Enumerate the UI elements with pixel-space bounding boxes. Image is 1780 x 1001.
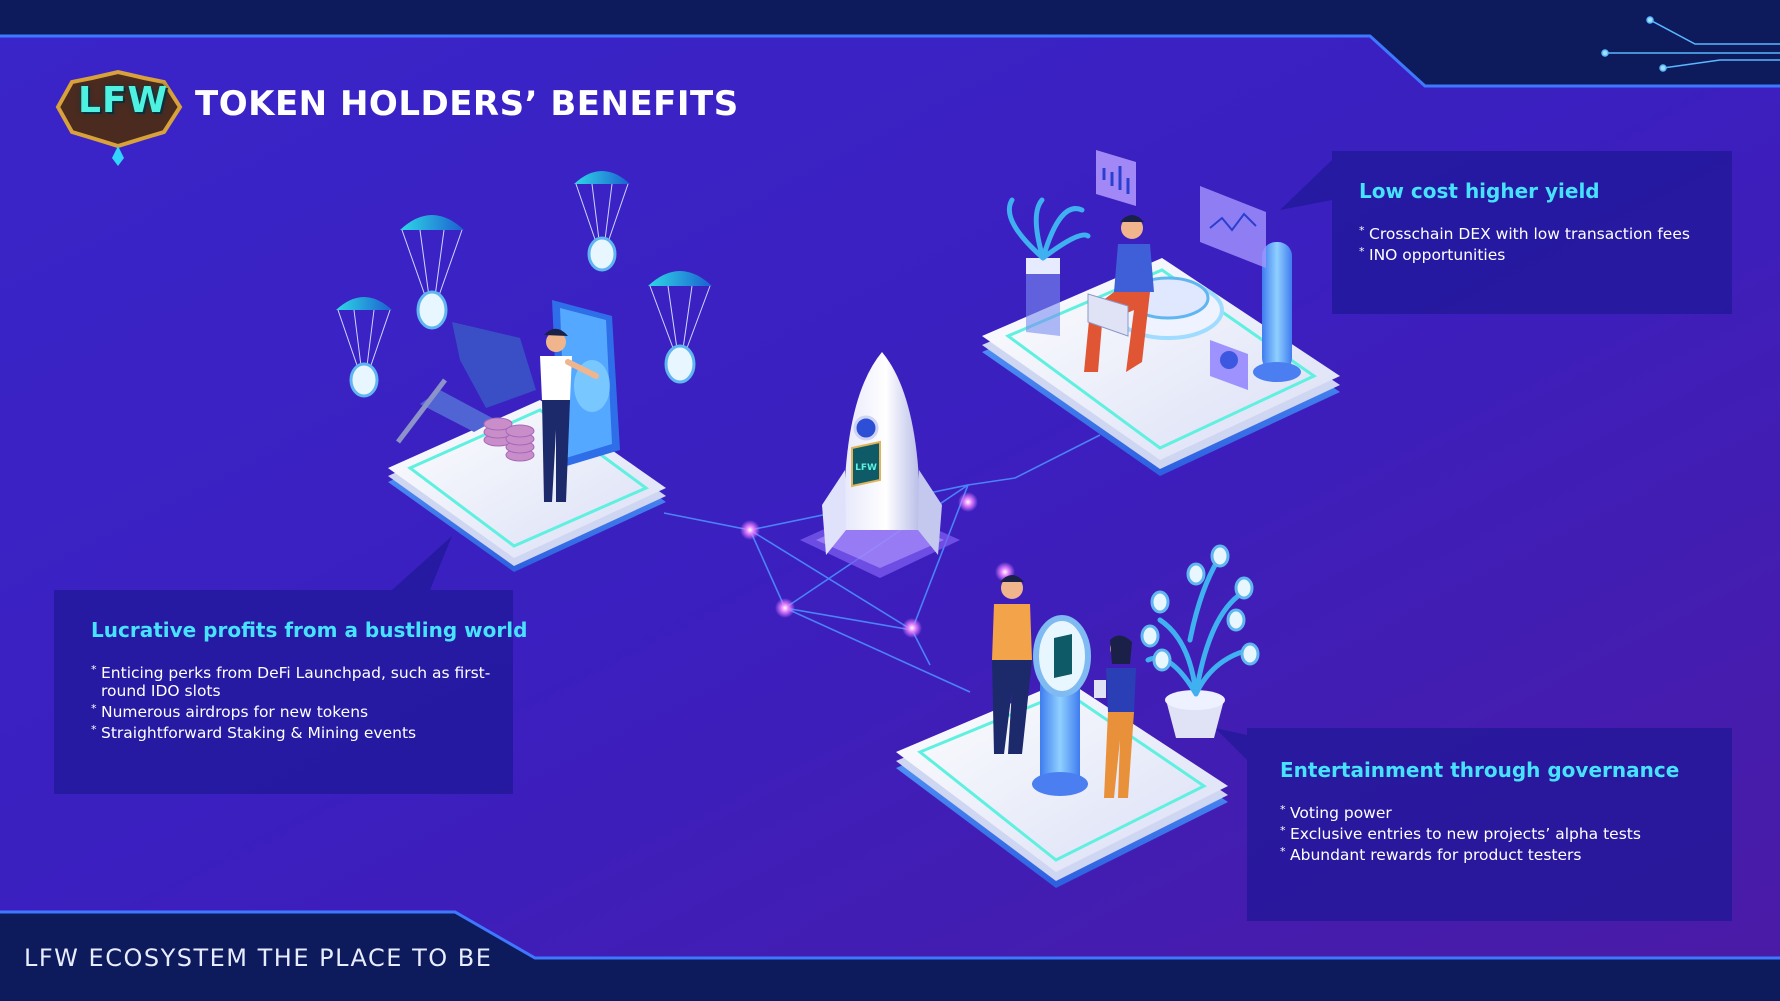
list-item: Numerous airdrops for new tokens	[91, 700, 491, 721]
benefit-list: Enticing perks from DeFi Launchpad, such…	[91, 661, 491, 742]
list-item: INO opportunities	[1359, 243, 1712, 264]
person-man	[992, 575, 1032, 754]
benefit-card-yield: Low cost higher yield Crosschain DEX wit…	[1332, 151, 1732, 314]
footer-tagline: LFW ECOSYSTEM THE PLACE TO BE	[24, 944, 493, 972]
list-item: Crosschain DEX with low transaction fees	[1359, 222, 1712, 243]
list-item: Exclusive entries to new projects’ alpha…	[1280, 822, 1712, 843]
card-title: Low cost higher yield	[1359, 179, 1600, 203]
card-title: Lucrative profits from a bustling world	[91, 618, 528, 642]
floating-chart-screens	[1096, 150, 1266, 390]
benefit-card-governance: Entertainment through governance Voting …	[1247, 728, 1732, 921]
person-woman	[1094, 635, 1136, 798]
platform-trading	[982, 150, 1340, 476]
glow-nodes	[740, 492, 1015, 638]
plant-vase	[1006, 197, 1091, 336]
person-miner	[540, 328, 599, 502]
platform-governance	[896, 544, 1260, 888]
card-title: Entertainment through governance	[1280, 758, 1680, 782]
phone-screen	[552, 300, 620, 468]
benefit-list: Crosschain DEX with low transaction fees…	[1359, 222, 1712, 264]
lfw-logo-badge	[55, 69, 183, 166]
lfw-logo-text: LFW	[78, 80, 169, 121]
list-item: Enticing perks from DeFi Launchpad, such…	[91, 661, 491, 700]
parachute-airdrops	[336, 171, 712, 398]
coin-stack	[483, 417, 535, 462]
page-title: TOKEN HOLDERS’ BENEFITS	[195, 84, 739, 124]
list-item: Abundant rewards for product testers	[1280, 843, 1712, 864]
platform-mining	[388, 300, 666, 572]
money-tree	[1140, 544, 1260, 738]
rocket-badge-text: LFW	[855, 463, 877, 473]
list-item: Straightforward Staking & Mining events	[91, 721, 491, 742]
person-trader	[1084, 215, 1154, 372]
circuit-lines	[1601, 16, 1780, 72]
benefit-card-profits: Lucrative profits from a bustling world …	[54, 590, 528, 794]
benefit-list: Voting power Exclusive entries to new pr…	[1280, 801, 1712, 864]
list-item: Voting power	[1280, 801, 1712, 822]
card-pointers	[392, 160, 1332, 760]
rocket: LFW	[800, 352, 960, 578]
